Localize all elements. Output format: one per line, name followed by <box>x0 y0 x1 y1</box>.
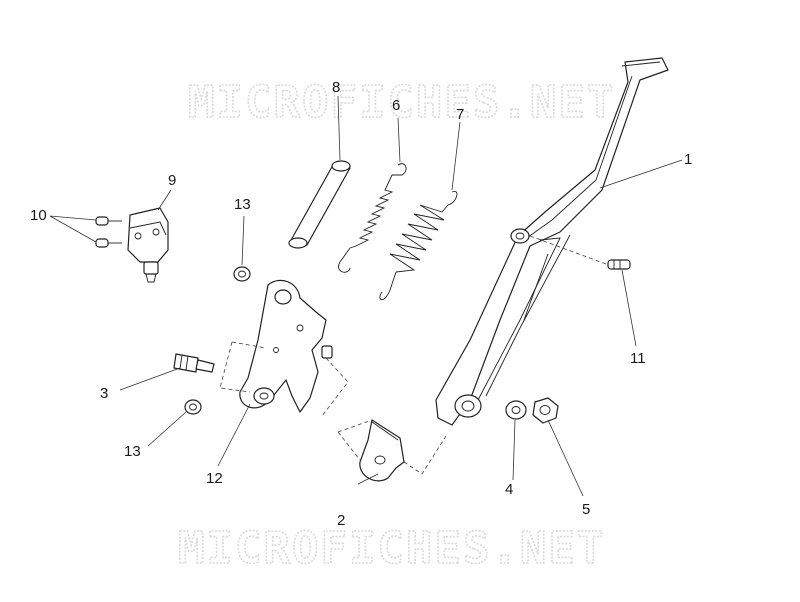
callout-3: 3 <box>100 385 108 402</box>
pivot-bolt <box>173 353 215 373</box>
washer-lower <box>184 399 202 415</box>
washer-upper <box>233 266 251 282</box>
watermark-top: MICROFICHES.NET <box>188 77 615 128</box>
leader-lines <box>49 95 683 497</box>
side-stand-leg <box>435 57 669 426</box>
callout-5: 5 <box>582 501 590 518</box>
side-stand-switch <box>127 207 169 283</box>
screws-part-10 <box>95 216 122 248</box>
pin-part-11 <box>529 235 631 270</box>
callout-10: 10 <box>30 207 47 224</box>
callout-7: 7 <box>456 106 464 123</box>
washer-part-4 <box>505 400 527 420</box>
callout-8: 8 <box>332 79 340 96</box>
callout-13-upper: 13 <box>234 196 251 213</box>
callout-2: 2 <box>337 512 345 529</box>
callout-13-lower: 13 <box>124 443 141 460</box>
callout-1: 1 <box>684 151 692 168</box>
stop-block <box>359 419 405 482</box>
watermark-bottom: MICROFICHES.NET <box>178 523 605 574</box>
callout-12: 12 <box>206 470 223 487</box>
small-spring <box>338 163 407 273</box>
nut-part-5 <box>532 397 559 424</box>
callout-11: 11 <box>630 350 646 367</box>
callout-9: 9 <box>168 172 176 189</box>
large-spring <box>379 190 458 301</box>
bracket-plate <box>239 279 333 413</box>
callout-6: 6 <box>392 97 400 114</box>
sleeve-tube <box>288 160 351 249</box>
callout-4: 4 <box>505 481 513 498</box>
